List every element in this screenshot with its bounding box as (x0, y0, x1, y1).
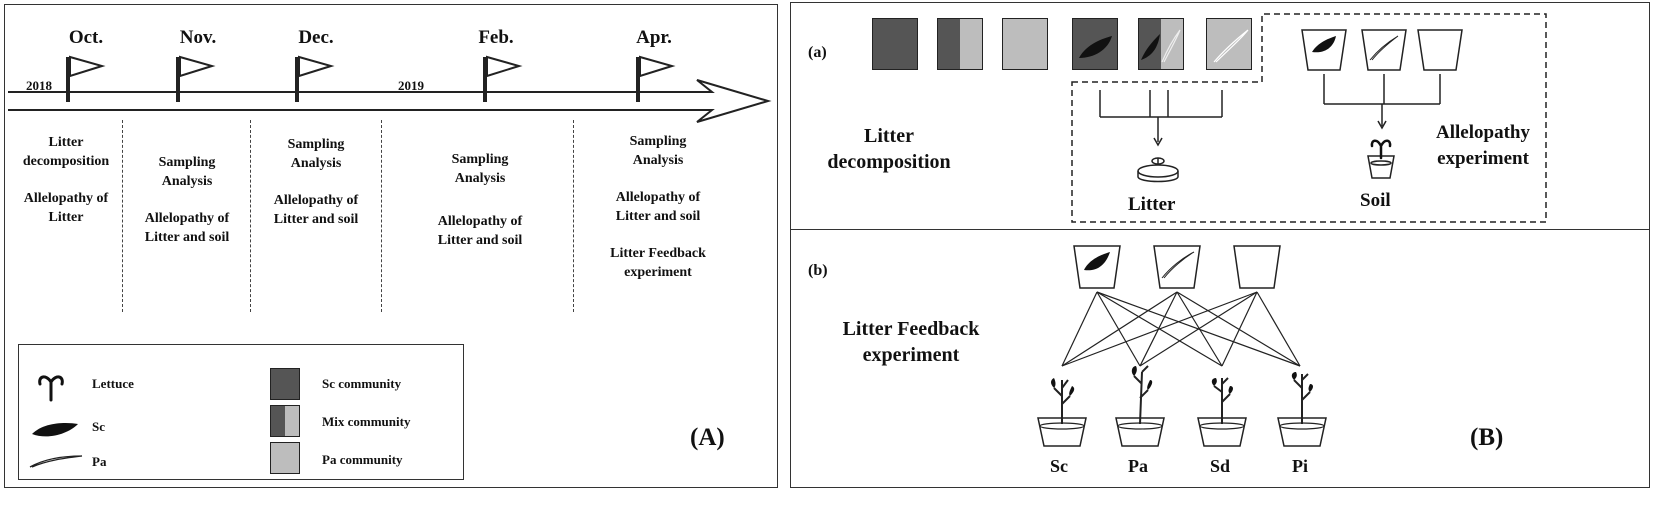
panel-b (790, 2, 1650, 488)
subpanel-a-label: (a) (808, 44, 827, 61)
legend-lettuce-label: Lettuce (92, 376, 134, 391)
pa-leaf-icon (29, 455, 83, 468)
allelopathy-experiment-label: Allelopathy experiment (1436, 122, 1530, 169)
species-sd-label: Sd (1210, 456, 1231, 476)
legend-sc-community-label: Sc community (322, 376, 402, 391)
separator-3 (381, 120, 382, 312)
panel-b-label: (B) (1470, 424, 1504, 451)
species-pi-label: Pi (1292, 456, 1308, 476)
panel-b-divider (790, 229, 1650, 230)
subpanel-b-label: (b) (808, 262, 828, 279)
month-feb: Feb. (478, 27, 514, 48)
species-pa-label: Pa (1128, 456, 1148, 476)
year-label-2019: 2019 (398, 78, 424, 93)
pa-community-plot-2 (1206, 18, 1252, 70)
year-label-2018: 2018 (26, 78, 52, 93)
lettuce-icon (38, 375, 64, 402)
month-dec: Dec. (298, 27, 334, 48)
legend-sc-label: Sc (92, 419, 105, 434)
pa-leaf-icon (1161, 29, 1181, 63)
panel-a (4, 4, 778, 488)
mix-community-swatch (270, 405, 300, 437)
mix-community-plot-1 (937, 18, 983, 70)
month-oct: Oct. (68, 27, 104, 48)
legend-box (18, 344, 464, 480)
litter-label: Litter (1128, 194, 1176, 215)
separator-2 (250, 120, 251, 312)
legend-pa-label: Pa (92, 454, 107, 469)
sc-community-plot-1 (872, 18, 918, 70)
sc-leaf-icon (32, 423, 78, 437)
litter-feedback-label: Litter Feedback experiment (842, 318, 980, 366)
mix-community-plot-2 (1138, 18, 1184, 70)
litter-decomposition-label: Litter decomposition (827, 125, 951, 173)
pa-leaf-icon (1213, 29, 1249, 63)
sc-leaf-icon (1141, 34, 1160, 60)
pa-community-swatch (270, 442, 300, 474)
pa-community-plot-1 (1002, 18, 1048, 70)
legend-mix-community-label: Mix community (322, 414, 411, 429)
soil-label: Soil (1360, 190, 1391, 211)
species-sc-label: Sc (1050, 456, 1068, 476)
month-apr: Apr. (636, 27, 672, 48)
sc-community-swatch (270, 368, 300, 400)
legend-pa-community-label: Pa community (322, 452, 403, 467)
panel-a-label: (A) (690, 424, 725, 451)
separator-1 (122, 120, 123, 312)
month-nov: Nov. (179, 27, 217, 48)
sc-leaf-icon (1079, 36, 1112, 58)
separator-4 (573, 120, 574, 312)
